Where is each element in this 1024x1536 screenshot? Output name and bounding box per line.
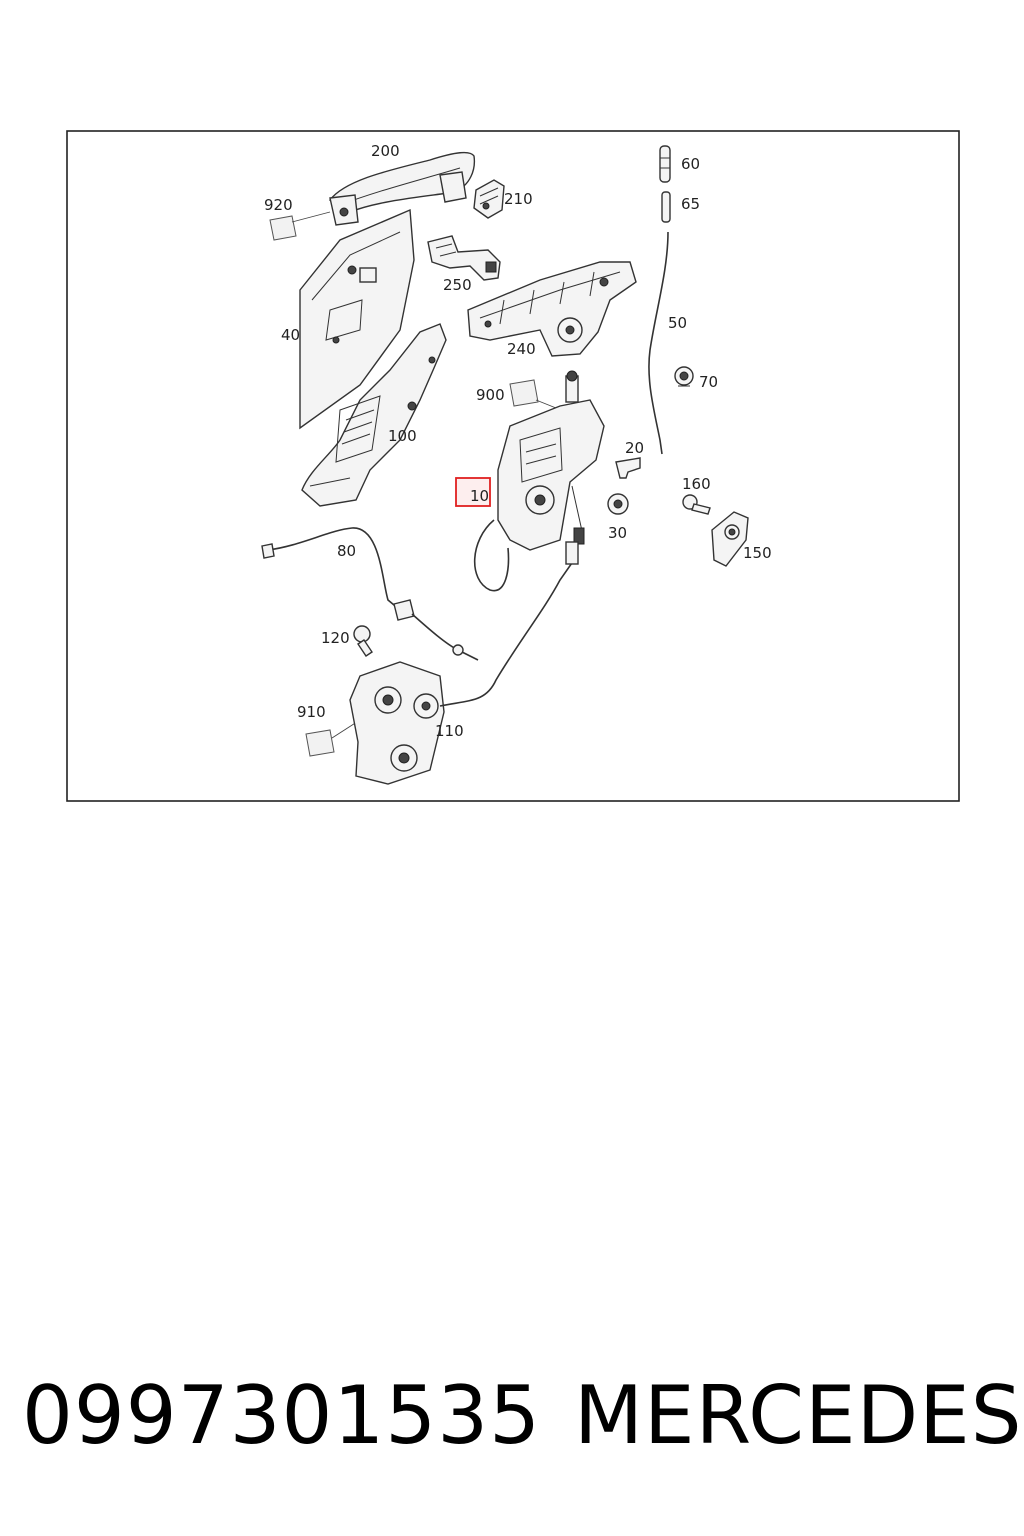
part-20-screw: [615, 457, 641, 479]
part-40-trim-panel: [299, 208, 415, 430]
part-920-tag: [269, 211, 331, 241]
label-50: 50: [668, 314, 687, 332]
label-65: 65: [681, 195, 700, 213]
part-50-rod: [648, 231, 669, 455]
part-65-rod-clip: [661, 191, 671, 223]
label-920: 920: [264, 196, 293, 214]
label-70: 70: [699, 373, 718, 391]
label-30: 30: [608, 524, 627, 542]
label-910: 910: [297, 703, 326, 721]
part-160-bolt: [682, 494, 711, 515]
brand-name: MERCEDES: [574, 1369, 1023, 1462]
part-150-striker: [711, 511, 749, 567]
highlight-box-part-10: [455, 477, 491, 507]
part-240-carrier-frame: [467, 261, 637, 357]
part-number: 0997301535: [22, 1369, 541, 1462]
part-120-screw: [353, 625, 373, 657]
label-110: 110: [435, 722, 464, 740]
footer: 0997301535 MERCEDES: [0, 1366, 1024, 1476]
part-200-door-handle: [328, 151, 476, 226]
part-60-rod-end: [659, 145, 671, 183]
label-120: 120: [321, 629, 350, 647]
label-210: 210: [504, 190, 533, 208]
label-60: 60: [681, 155, 700, 173]
label-160: 160: [682, 475, 711, 493]
part-100-inner-handle: [301, 323, 447, 507]
part-80-cable: [261, 527, 479, 661]
label-40: 40: [281, 326, 300, 344]
part-210-bracket: [473, 179, 505, 219]
part-10-door-lock: [473, 370, 605, 592]
label-10: 10: [470, 487, 489, 505]
label-200: 200: [371, 142, 400, 160]
part-110-actuator: [349, 541, 579, 785]
part-250-cable-holder: [427, 235, 501, 281]
label-150: 150: [743, 544, 772, 562]
label-240: 240: [507, 340, 536, 358]
label-20: 20: [625, 439, 644, 457]
label-80: 80: [337, 542, 356, 560]
label-100: 100: [388, 427, 417, 445]
part-30-nut: [607, 493, 629, 515]
label-900: 900: [476, 386, 505, 404]
part-70-grommet: [674, 366, 694, 387]
label-250: 250: [443, 276, 472, 294]
